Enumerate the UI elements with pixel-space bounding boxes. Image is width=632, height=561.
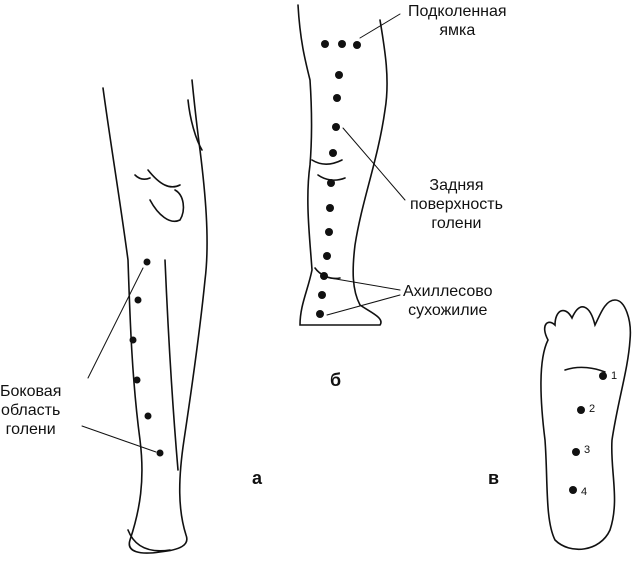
acupoint: [144, 412, 152, 420]
label-line: Задняя: [429, 177, 484, 194]
foot-point-3: [572, 448, 580, 456]
acupoint: [316, 310, 324, 318]
label-line: поверхность: [410, 196, 503, 213]
leg-back-drawing: [297, 4, 388, 326]
acupoint: [156, 449, 164, 457]
acupoint: [329, 149, 337, 157]
foot-point-label-1: 1: [611, 370, 618, 382]
acupoint: [333, 94, 341, 102]
leader-line: [326, 13, 406, 316]
label-posterior-shin: Задняя поверхность голени: [410, 176, 503, 233]
leader-line: [81, 267, 157, 453]
foot-point-1: [599, 372, 607, 380]
acupoint: [323, 252, 331, 260]
foot-sole-drawing: [540, 299, 632, 551]
label-lateral-shin: Боковая область голени: [0, 382, 61, 439]
label-line: ямка: [439, 22, 476, 39]
acupoint: [129, 336, 137, 344]
label-line: Ахиллесово: [403, 283, 493, 300]
acupoint: [321, 40, 329, 48]
label-line: Боковая: [0, 383, 62, 400]
acupoint: [327, 179, 335, 187]
foot-point-2: [577, 406, 585, 414]
acupoint: [338, 40, 346, 48]
figure-letter-v: в: [488, 468, 500, 488]
foot-point-label-4: 4: [581, 486, 588, 498]
acupoint: [134, 296, 142, 304]
acupoint: [320, 272, 328, 280]
acupoint: [325, 228, 333, 236]
foot-points: [569, 372, 607, 494]
foot-point-label-2: 2: [589, 403, 596, 415]
figure-letter-b: б: [330, 370, 342, 390]
acupoint: [335, 71, 343, 79]
acupoint: [353, 41, 361, 49]
label-line: область: [1, 402, 61, 419]
leg-back-points: [316, 40, 361, 318]
acupoint: [332, 123, 340, 131]
foot-point-4: [569, 486, 577, 494]
label-line: голени: [431, 215, 482, 232]
label-achilles-tendon: Ахиллесово сухожилие: [403, 282, 492, 320]
label-line: Подколенная: [408, 3, 507, 20]
leg-front-drawing: [102, 79, 208, 554]
leg-front-points: [129, 258, 164, 457]
acupoint: [318, 291, 326, 299]
label-line: сухожилие: [408, 302, 488, 319]
figure-letter-a: а: [252, 468, 263, 488]
acupoint: [143, 258, 151, 266]
label-line: голени: [5, 421, 56, 438]
acupoint: [133, 376, 141, 384]
foot-point-label-3: 3: [584, 444, 591, 456]
acupoint: [326, 204, 334, 212]
label-popliteal-fossa: Подколенная ямка: [408, 2, 507, 40]
